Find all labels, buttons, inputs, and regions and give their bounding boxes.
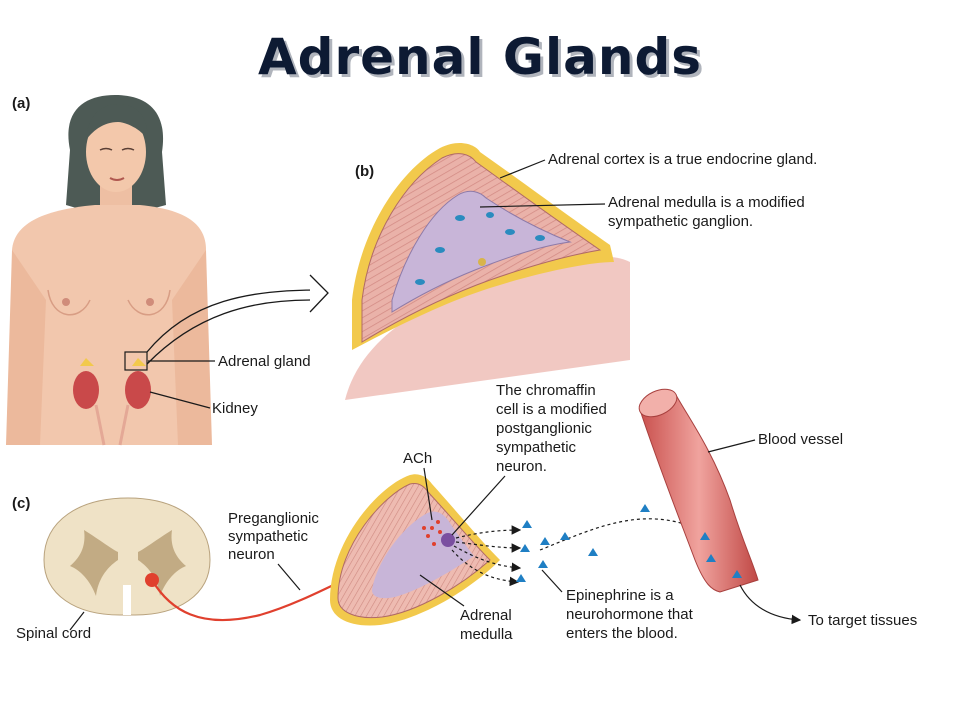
ach-label: ACh [403, 450, 432, 467]
epinephrine-molecules [516, 504, 650, 582]
target-arrow [739, 584, 802, 625]
epinephrine-label-1: Epinephrine is a [566, 587, 674, 604]
panel-c-label: (c) [12, 495, 30, 512]
target-tissues-label: To target tissues [808, 612, 917, 629]
preganglionic-label-3: neuron [228, 546, 275, 563]
zoom-arrow [146, 289, 321, 353]
preganglionic-label-2: sympathetic [228, 528, 309, 545]
cortex-label: Adrenal cortex is a true endocrine gland… [548, 151, 817, 168]
human-body-illustration [6, 95, 212, 446]
blood-vessel-label: Blood vessel [758, 431, 843, 448]
medulla-label-2: sympathetic ganglion. [608, 213, 753, 230]
medulla-label-1: Adrenal medulla is a modified [608, 194, 805, 211]
preganglionic-label-1: Preganglionic [228, 510, 319, 527]
page-title: Adrenal Glands [257, 28, 702, 86]
adrenal-section-c [330, 474, 500, 626]
epinephrine-label-2: neurohormone that [566, 606, 694, 623]
spinal-cord-label: Spinal cord [16, 625, 91, 642]
blood-vessel-leader [707, 439, 756, 453]
chromaffin-label-5: neuron. [496, 458, 547, 475]
chromaffin-label-3: postganglionic [496, 420, 592, 437]
adrenal-cross-section [345, 143, 630, 400]
chromaffin-label-2: cell is a modified [496, 401, 607, 418]
adrenal-medulla-label-1: Adrenal [460, 607, 512, 624]
kidney-leader [149, 391, 211, 409]
cortex-leader [499, 159, 546, 179]
spinal-cord-illustration [43, 497, 211, 616]
adrenal-medulla-label-2: medulla [460, 626, 513, 643]
chromaffin-label-4: sympathetic [496, 439, 577, 456]
panel-a-label: (a) [12, 95, 30, 112]
kidney-label: Kidney [212, 400, 258, 417]
panel-b-label: (b) [355, 163, 374, 180]
medulla-leader [479, 203, 606, 208]
epinephrine-release-arrows [451, 518, 697, 587]
blood-vessel-illustration [638, 388, 759, 593]
adrenal-gland-label: Adrenal gland [218, 353, 311, 370]
epinephrine-label-3: enters the blood. [566, 625, 678, 642]
chromaffin-label-1: The chromaffin [496, 382, 596, 399]
